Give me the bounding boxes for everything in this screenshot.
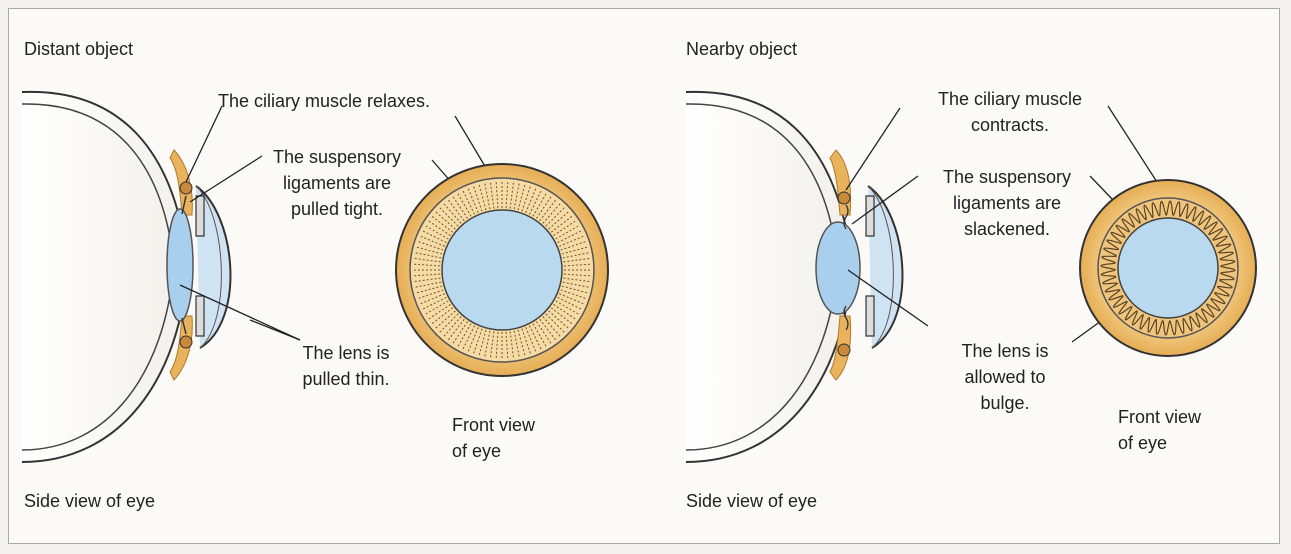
left-side-view-label: Side view of eye [24,491,156,511]
right-suspensory-label: The suspensory ligaments are slackened. [942,167,1072,239]
left-suspensory-label: The suspensory ligaments are pulled tigh… [272,147,402,219]
left-lens-label: The lens is pulled thin. [302,343,390,389]
left-front-view-label: Front view of eye [452,415,536,461]
right-front-view-label: Front view of eye [1118,407,1202,453]
right-side-view-eye [685,90,904,463]
left-ciliary-label: The ciliary muscle relaxes. [218,91,431,111]
right-side-view-label: Side view of eye [686,491,818,511]
left-side-view-eye [21,90,232,463]
right-front-view-eye [1079,179,1257,357]
left-front-view-eye [395,163,609,377]
right-lens-label: The lens is allowed to bulge. [961,341,1049,413]
right-heading: Nearby object [686,39,798,59]
right-ciliary-label: The ciliary muscle contracts. [937,89,1083,135]
left-heading: Distant object [24,39,134,59]
